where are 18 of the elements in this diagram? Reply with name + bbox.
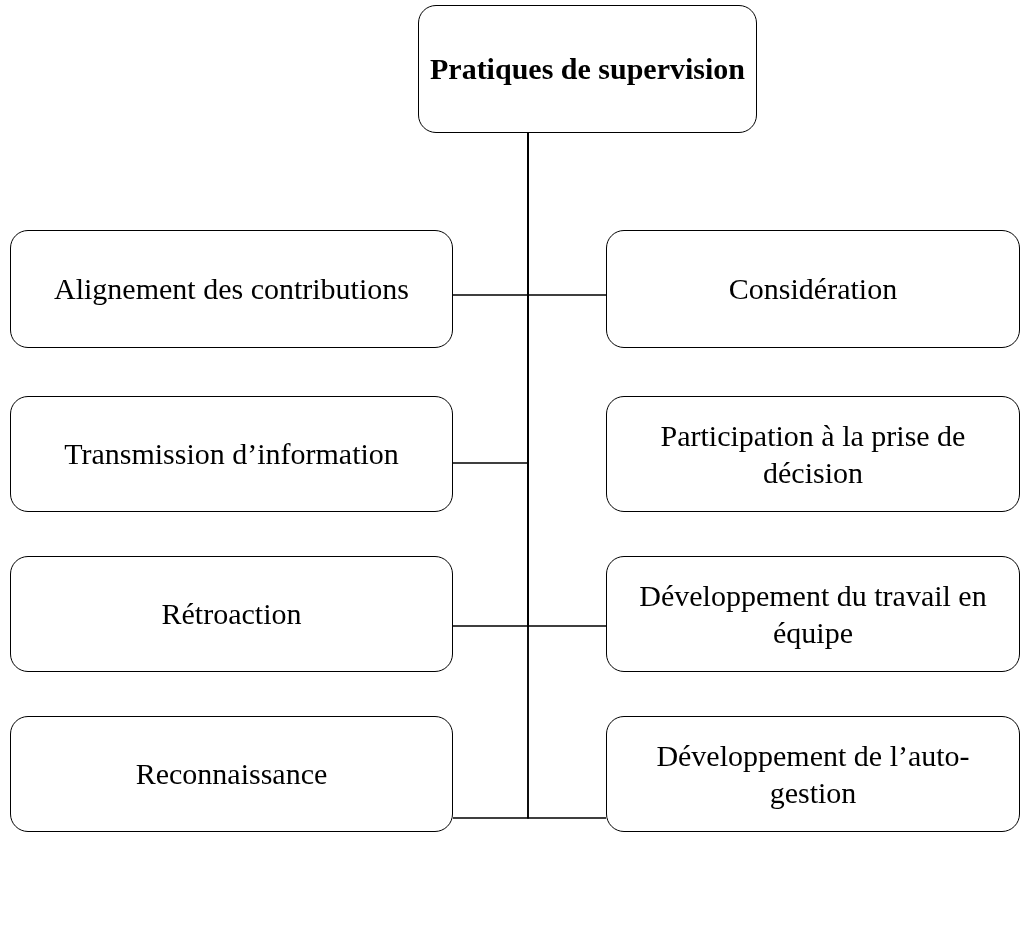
rounded-box (10, 716, 453, 832)
box-label: Développement du travail en équipe (638, 577, 988, 651)
box-label: Rétroaction (160, 596, 303, 633)
box-label: Pratiques de supervision (429, 51, 746, 88)
box-label: Considération (727, 271, 899, 308)
box-label: Développement de l’auto-gestion (655, 737, 971, 811)
rounded-box (10, 230, 453, 348)
box-label: Transmission d’information (63, 436, 400, 473)
rounded-box (418, 5, 757, 133)
box-label: Participation à la prise de décision (659, 417, 967, 491)
rounded-box (606, 556, 1020, 672)
rounded-box (10, 396, 453, 512)
rounded-box (10, 556, 453, 672)
box-label: Reconnaissance (134, 756, 329, 793)
rounded-box (606, 396, 1020, 512)
rounded-box (606, 716, 1020, 832)
box-label: Alignement des contributions (53, 271, 410, 308)
rounded-box (606, 230, 1020, 348)
